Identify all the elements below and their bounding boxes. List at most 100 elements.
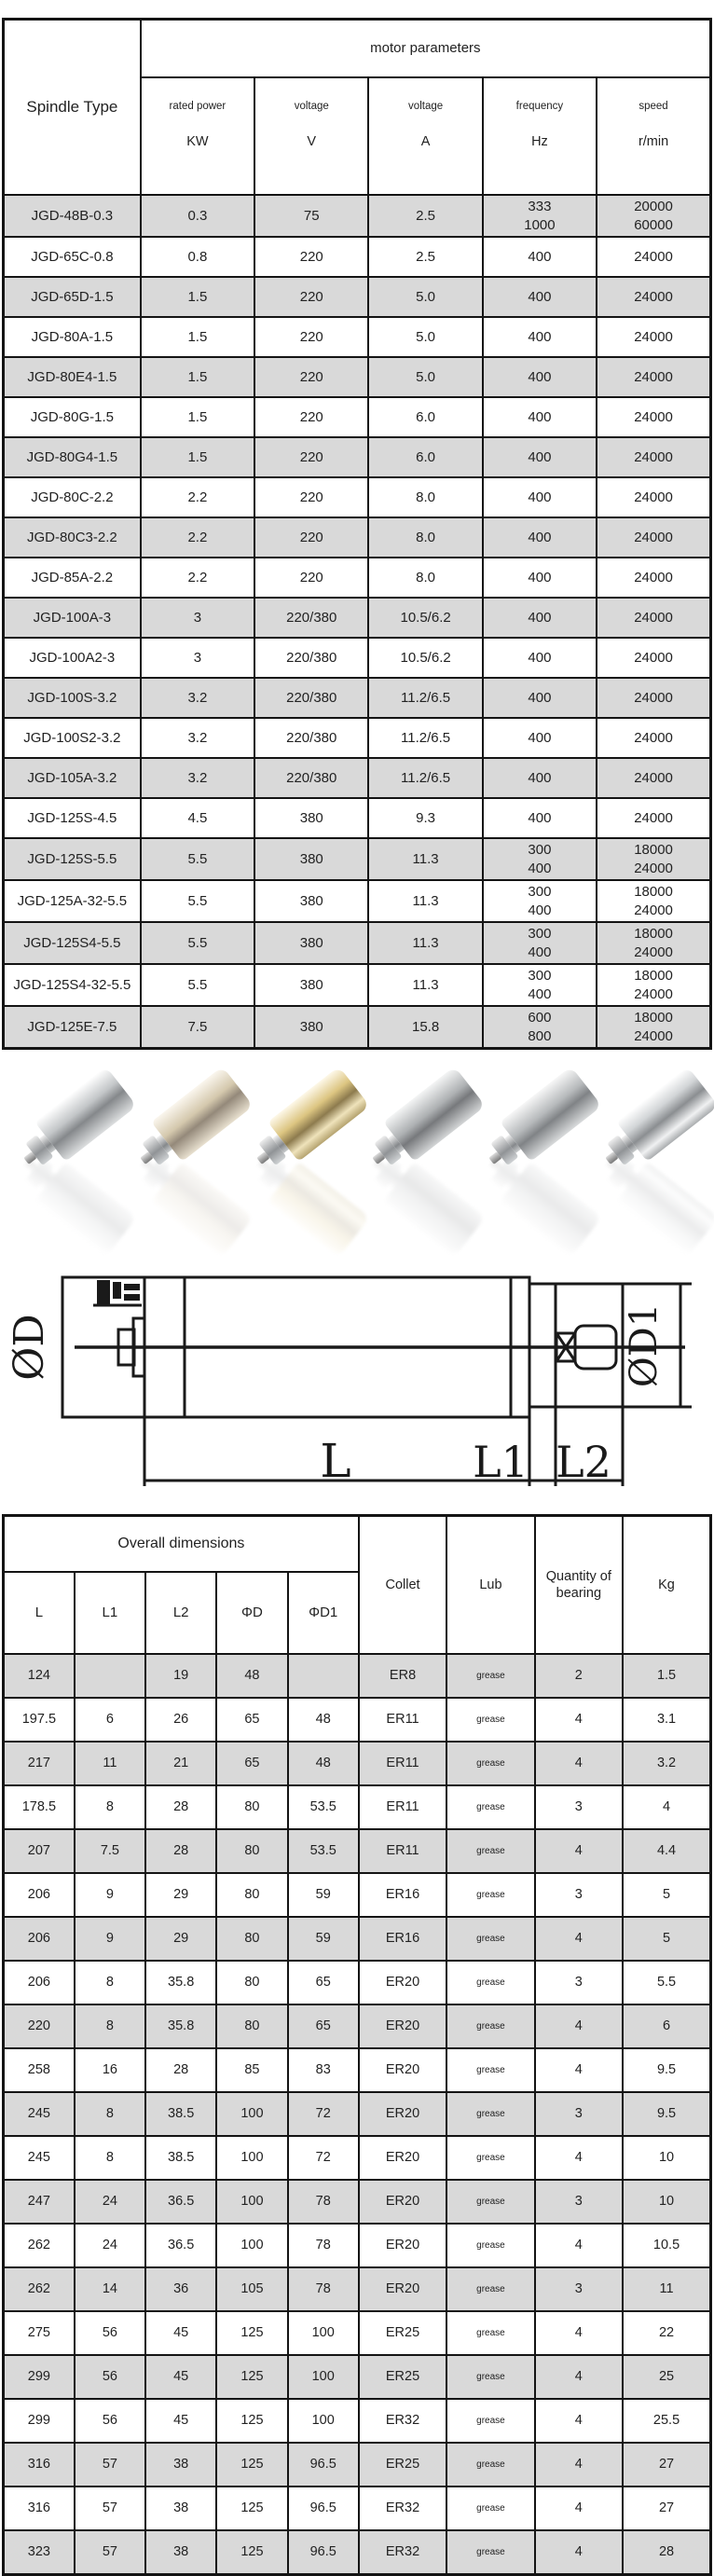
dimension-cell: 220 [2, 2004, 76, 2050]
dimension-cell: 4 [533, 2442, 625, 2488]
dimension-cell: 6 [73, 1697, 147, 1743]
rated-power-header: rated power KW [139, 76, 256, 197]
dimension-cell: 36.5 [144, 2179, 218, 2225]
spindle-type-cell: JGD-48B-0.3 [2, 194, 142, 239]
dimension-cell: ER32 [357, 2529, 448, 2576]
dimension-cell: grease [446, 1697, 536, 1743]
spindle-reflection [475, 1143, 603, 1258]
dimension-cell: 125 [215, 2486, 289, 2532]
dimension-cell: 9 [73, 1916, 147, 1963]
dimension-cell: 100 [215, 2179, 289, 2225]
dimension-cell: 3 [533, 2179, 625, 2225]
spindle-photo-1 [9, 1055, 137, 1258]
phi-d1-label: ØD1 [623, 1303, 666, 1387]
motor-param-cell: 24000 [596, 436, 712, 479]
dimension-cell: 4 [533, 2529, 625, 2576]
dimension-cell: 207 [2, 1828, 76, 1875]
motor-param-cell: 400 [481, 356, 598, 399]
spindle-type-cell: JGD-100A2-3 [2, 637, 142, 680]
motor-param-cell: 24000 [596, 797, 712, 840]
dimension-cell: 57 [73, 2529, 147, 2576]
l2-dim-label: L2 [556, 1437, 611, 1487]
dimension-cell: 4 [533, 2047, 625, 2094]
spindle-reflection [10, 1143, 137, 1258]
motor-param-cell: 2.2 [139, 517, 256, 559]
dimension-cell: grease [446, 2529, 536, 2576]
column-unit: V [307, 133, 317, 149]
dimension-cell: 80 [215, 1916, 289, 1963]
column-label: speed [638, 100, 668, 112]
dimension-cell: 25.5 [622, 2398, 712, 2445]
dimension-cell: 8 [73, 2135, 147, 2182]
dimension-cell: 72 [286, 2091, 360, 2138]
overall-dimensions-header: Overall dimensions [2, 1514, 360, 1574]
dimension-cell: 14 [73, 2266, 147, 2313]
dimension-cell: 2 [533, 1653, 625, 1700]
motor-param-cell: 24000 [596, 276, 712, 319]
column-unit: KW [186, 133, 209, 149]
dimension-cell: 80 [215, 1784, 289, 1831]
motor-param-cell: 20000 60000 [596, 194, 712, 239]
dimension-cell: 24 [73, 2179, 147, 2225]
dimension-cell: 96.5 [286, 2529, 360, 2576]
dimension-cell: 38.5 [144, 2135, 218, 2182]
dimension-cell: ER20 [357, 2135, 448, 2182]
motor-param-cell: 400 [481, 637, 598, 680]
motor-param-cell: 220/380 [254, 677, 370, 720]
dimension-cell: 206 [2, 1960, 76, 2006]
dimension-cell: 28 [622, 2529, 712, 2576]
dimension-cell: ER20 [357, 2047, 448, 2094]
dimension-cell: 197.5 [2, 1697, 76, 1743]
spindle-photo-3 [242, 1055, 370, 1258]
dimension-cell: 36 [144, 2266, 218, 2313]
phi-d-label: ØD [6, 1314, 53, 1380]
motor-param-cell: 18000 24000 [596, 837, 712, 882]
dimension-cell: 96.5 [286, 2442, 360, 2488]
motor-param-cell: 15.8 [367, 1005, 484, 1050]
dimension-cell: 316 [2, 2486, 76, 2532]
dimension-cell: 5.5 [622, 1960, 712, 2006]
motor-param-cell: 400 [481, 517, 598, 559]
motor-param-cell: 0.3 [139, 194, 256, 239]
dimension-cell: 80 [215, 1960, 289, 2006]
motor-param-cell: 5.5 [139, 921, 256, 966]
dimension-cell: ER32 [357, 2486, 448, 2532]
motor-param-cell: 10.5/6.2 [367, 637, 484, 680]
motor-param-cell: 8.0 [367, 476, 484, 519]
motor-param-cell: 11.3 [367, 879, 484, 924]
dimension-cell: grease [446, 2004, 536, 2050]
dimension-cell: 100 [215, 2135, 289, 2182]
dimension-cell: 56 [73, 2398, 147, 2445]
dimension-cell: 217 [2, 1741, 76, 1787]
dimension-cell: 7.5 [73, 1828, 147, 1875]
dimension-cell: 323 [2, 2529, 76, 2576]
dimension-cell: 3 [533, 1960, 625, 2006]
dimension-cell: 178.5 [2, 1784, 76, 1831]
motor-param-cell: 8.0 [367, 557, 484, 599]
column-label: voltage [294, 100, 329, 112]
dimension-cell: 245 [2, 2091, 76, 2138]
dimension-cell: 28 [144, 2047, 218, 2094]
motor-param-cell: 3.2 [139, 677, 256, 720]
dimension-cell: 16 [73, 2047, 147, 2094]
motor-param-cell: 5.0 [367, 356, 484, 399]
l1-dim-label: L1 [473, 1437, 529, 1487]
motor-param-cell: 2.5 [367, 194, 484, 239]
dimension-cell: 48 [286, 1697, 360, 1743]
motor-param-cell: 11.2/6.5 [367, 677, 484, 720]
dimension-cell: ER8 [357, 1653, 448, 1700]
dimension-cell: 3 [533, 2266, 625, 2313]
dimension-cell: 3 [533, 2091, 625, 2138]
dimension-cell: 57 [73, 2442, 147, 2488]
spindle-type-cell: JGD-100S2-3.2 [2, 717, 142, 760]
motor-param-cell: 400 [481, 797, 598, 840]
spindle-type-cell: JGD-125A-32-5.5 [2, 879, 142, 924]
dimension-cell: ER25 [357, 2310, 448, 2357]
